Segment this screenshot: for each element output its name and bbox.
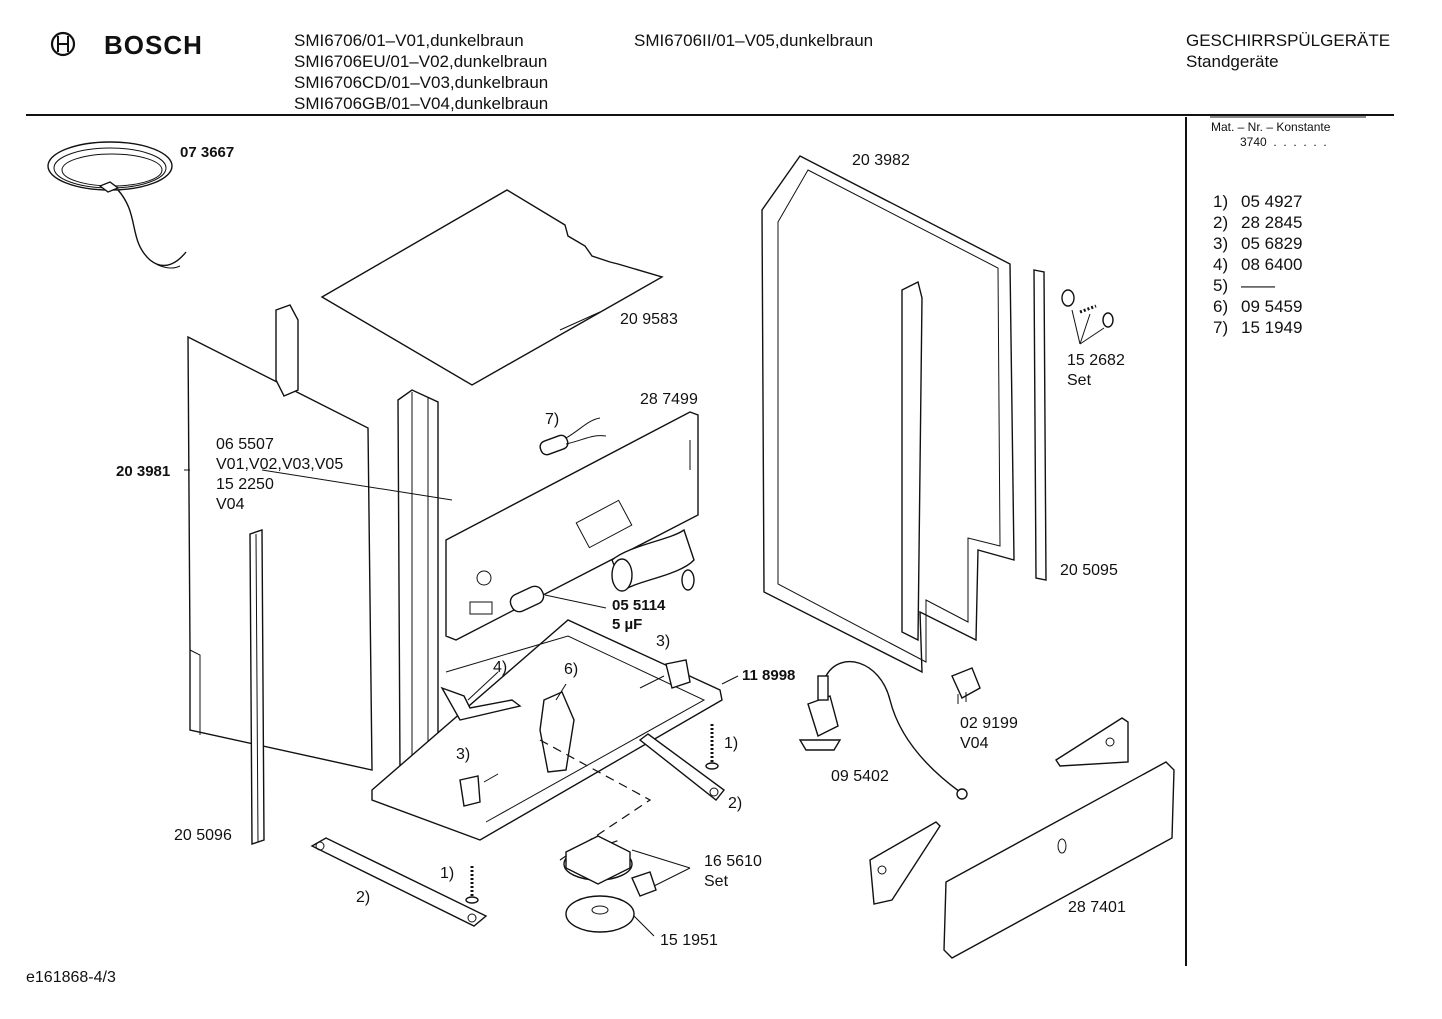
label-ref2-right: 2) [728, 795, 743, 812]
top-panel-part [320, 189, 664, 386]
pipe-connector-part [611, 528, 695, 592]
kick-panel-part [943, 761, 1175, 959]
hub-set-part [563, 835, 691, 897]
list-item: 5)—— [1213, 276, 1275, 295]
model-v01: SMI6706/01–V01,dunkelbraun [294, 31, 524, 50]
label-ref6: 6) [564, 661, 579, 678]
label-right-frame: 20 3982 [852, 152, 910, 169]
document-id: e161868-4/3 [26, 969, 116, 986]
label-ref1-left: 1) [440, 865, 455, 882]
label-motor-block: 06 5507 V01,V02,V03,V05 15 2250 V04 [216, 436, 344, 513]
list-item: 4)08 6400 [1213, 255, 1303, 274]
label-left-strip: 20 5096 [174, 827, 232, 844]
foot-bar-right-part [638, 733, 726, 801]
label-foot-sensor: 09 5402 [831, 768, 889, 785]
label-base-panel: 28 7499 [640, 391, 698, 408]
clip-upper-part [639, 659, 691, 689]
list-item: 1)05 4927 [1213, 192, 1303, 211]
screw-right-part [705, 724, 719, 770]
right-vertical-strip-part [1033, 269, 1047, 581]
hinge-bracket-right-part [1055, 717, 1129, 767]
list-item: 3)05 6829 [1213, 234, 1303, 253]
relay-part [951, 667, 981, 704]
mat-constant-title: Mat. – Nr. – Konstante [1211, 120, 1331, 134]
label-ref3-lower: 3) [456, 746, 471, 763]
list-item: 7)15 1949 [1213, 318, 1303, 337]
label-left-side: 20 3981 [116, 463, 171, 480]
capacitor-large-part [509, 585, 607, 613]
model-v02: SMI6706EU/01–V02,dunkelbraun [294, 52, 548, 71]
model-list-secondary: SMI6706II/01–V05,dunkelbraun [634, 30, 873, 51]
power-cable-part [47, 141, 187, 269]
label-hub-set: 16 5610 Set [704, 853, 762, 890]
capacitor-small-part [539, 417, 607, 456]
left-rails-part [275, 304, 439, 781]
model-v03: SMI6706CD/01–V03,dunkelbraun [294, 73, 549, 92]
label-screws-set: 15 2682 Set [1067, 352, 1125, 389]
model-list-primary: SMI6706/01–V01,dunkelbraun SMI6706EU/01–… [294, 30, 548, 114]
label-ref1-right: 1) [724, 735, 739, 752]
label-ref3-upper: 3) [656, 633, 671, 650]
label-kick-panel: 28 7401 [1068, 899, 1126, 916]
foot-sensor-part [798, 660, 968, 800]
model-v05: SMI6706II/01–V05,dunkelbraun [634, 31, 874, 50]
brand-name: BOSCH [104, 30, 203, 60]
screw-left-part [465, 866, 479, 904]
common-parts-list: 1)05 4927 2)28 2845 3)05 6829 4)08 6400 … [1213, 191, 1302, 338]
label-ref7: 7) [545, 411, 560, 428]
label-relay: 02 9199 V04 [960, 715, 1018, 752]
list-item: 2)28 2845 [1213, 213, 1303, 232]
label-ref2-left: 2) [356, 889, 371, 906]
bosch-logo-icon [50, 31, 76, 57]
bracket-4-part [440, 671, 522, 721]
bracket-6-part [539, 683, 575, 773]
category-block: GESCHIRRSPÜLGERÄTE Standgeräte [1186, 30, 1390, 72]
leader-base-frame [721, 675, 739, 685]
left-vertical-strip-part [249, 529, 265, 845]
screws-set-part [1061, 289, 1114, 345]
label-ref4: 4) [493, 659, 508, 676]
label-top-panel: 20 9583 [620, 311, 678, 328]
base-control-panel-part [445, 411, 699, 641]
leader-motor [261, 469, 453, 501]
list-item: 6)09 5459 [1213, 297, 1303, 316]
label-base-frame: 11 8998 [742, 667, 796, 684]
label-capacitor: 05 5114 5 µF [612, 597, 666, 633]
left-side-panel-part [187, 335, 373, 771]
category-title: GESCHIRRSPÜLGERÄTE [1186, 31, 1391, 50]
category-subtitle: Standgeräte [1186, 52, 1279, 71]
hinge-bracket-left-part [869, 821, 941, 905]
label-disc: 15 1951 [660, 932, 718, 949]
right-frame-part [761, 155, 1015, 674]
label-right-strip: 20 5095 [1060, 562, 1118, 579]
mat-constant-value: 3740 . . . . . . [1240, 135, 1327, 149]
label-cable: 07 3667 [180, 144, 235, 161]
disc-part [565, 895, 655, 937]
clip-lower-part [459, 773, 499, 807]
foot-bar-left-part [310, 837, 488, 927]
model-v04: SMI6706GB/01–V04,dunkelbraun [294, 94, 549, 113]
assembly-guide-line [539, 739, 652, 861]
